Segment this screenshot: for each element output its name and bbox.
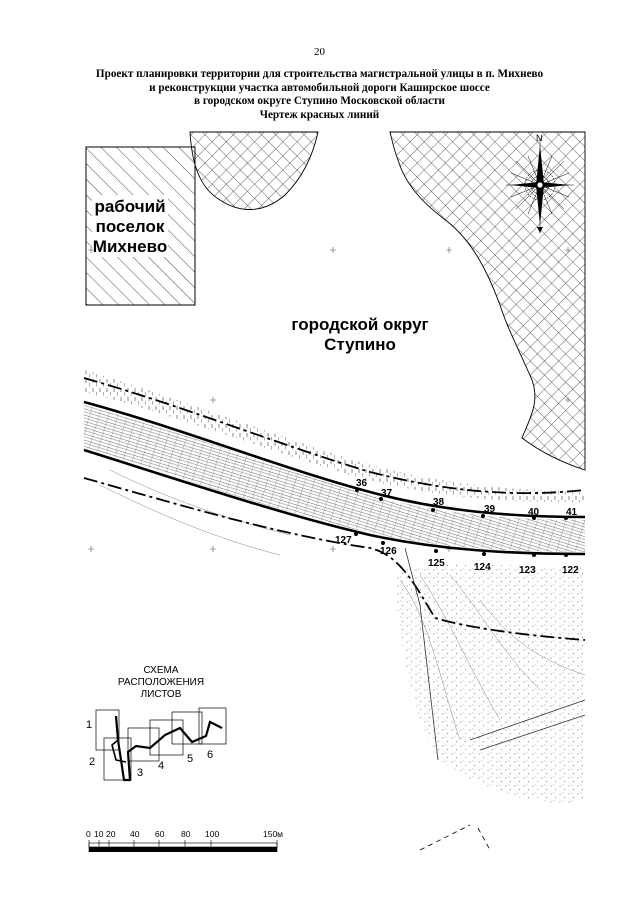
settlement-label-bg: [92, 195, 168, 257]
point-markers: [354, 488, 568, 557]
point-label-127: 127: [335, 535, 352, 546]
point-label-40: 40: [528, 507, 540, 518]
sheet-number-5: 5: [187, 753, 193, 765]
settlement-line-2: поселок: [95, 217, 165, 236]
scheme-title-line-1: СХЕМА: [143, 665, 179, 676]
point-label-124: 124: [474, 562, 491, 573]
sheet-number-2: 2: [89, 756, 95, 768]
district-label: городской округ Ступино: [280, 315, 440, 355]
scale-label-40: 40: [130, 829, 140, 839]
compass-rose-icon: [506, 139, 574, 233]
stray-dashes: [419, 824, 491, 851]
point-label-41: 41: [566, 507, 578, 518]
scheme-title-line-3: ЛИСТОВ: [140, 689, 182, 700]
point-label-122: 122: [562, 565, 579, 576]
point-label-36: 36: [356, 478, 368, 489]
sheet-number-1: 1: [86, 719, 92, 731]
crosshatch-zone-right: [389, 131, 586, 471]
scale-label-80: 80: [181, 829, 191, 839]
point-label-126: 126: [380, 546, 397, 557]
side-road-3: [479, 714, 586, 751]
scale-label-150: 150м: [263, 829, 284, 839]
terrain-south: [395, 564, 585, 803]
title-line-4: Чертеж красных линий: [259, 108, 380, 121]
point-label-38: 38: [433, 497, 445, 508]
scale-label-20: 20: [106, 829, 116, 839]
boundary-north: [83, 377, 586, 495]
scheme-title-line-2: РАСПОЛОЖЕНИЯ: [117, 677, 205, 688]
point-label-123: 123: [519, 565, 536, 576]
point-label-37: 37: [381, 488, 393, 499]
district-line-1: городской округ: [291, 315, 429, 334]
road-corridor: [84, 405, 585, 552]
compass-north-label: N: [536, 133, 543, 143]
side-road: [404, 547, 439, 761]
page-number: 20: [314, 46, 325, 58]
settlement-label: рабочий поселок Михнево: [88, 197, 172, 257]
settlement-line-3: Михнево: [92, 237, 168, 256]
scale-label-60: 60: [155, 829, 165, 839]
title-line-1: Проект планировки территории для строите…: [95, 68, 544, 80]
scale-bar: [88, 840, 278, 852]
scale-label-10: 10: [94, 829, 104, 839]
red-line-south: [83, 448, 586, 556]
scale-label-100: 100: [205, 829, 220, 839]
side-road-2: [469, 699, 586, 741]
sheet-scheme: [95, 707, 227, 782]
point-label-39: 39: [484, 504, 496, 515]
crosshatch-zone-top: [189, 131, 319, 210]
grid-crosses: [88, 247, 571, 703]
scheme-title: СХЕМА РАСПОЛОЖЕНИЯ ЛИСТОВ: [96, 665, 226, 701]
red-line-north: [83, 400, 586, 519]
sheet-number-3: 3: [137, 767, 143, 779]
scale-label-0: 0: [86, 829, 91, 839]
sheet-number-6: 6: [207, 749, 213, 761]
district-line-2: Ступино: [324, 335, 396, 354]
settlement-line-1: рабочий: [94, 197, 166, 216]
document-title: Проект планировки территории для строите…: [20, 68, 619, 122]
sheet-number-4: 4: [158, 760, 164, 772]
title-line-2: и реконструкции участка автомобильной до…: [149, 81, 490, 94]
title-line-3: в городском округе Ступино Московской об…: [193, 95, 445, 107]
point-label-125: 125: [428, 558, 445, 569]
boundary-south: [83, 477, 586, 641]
